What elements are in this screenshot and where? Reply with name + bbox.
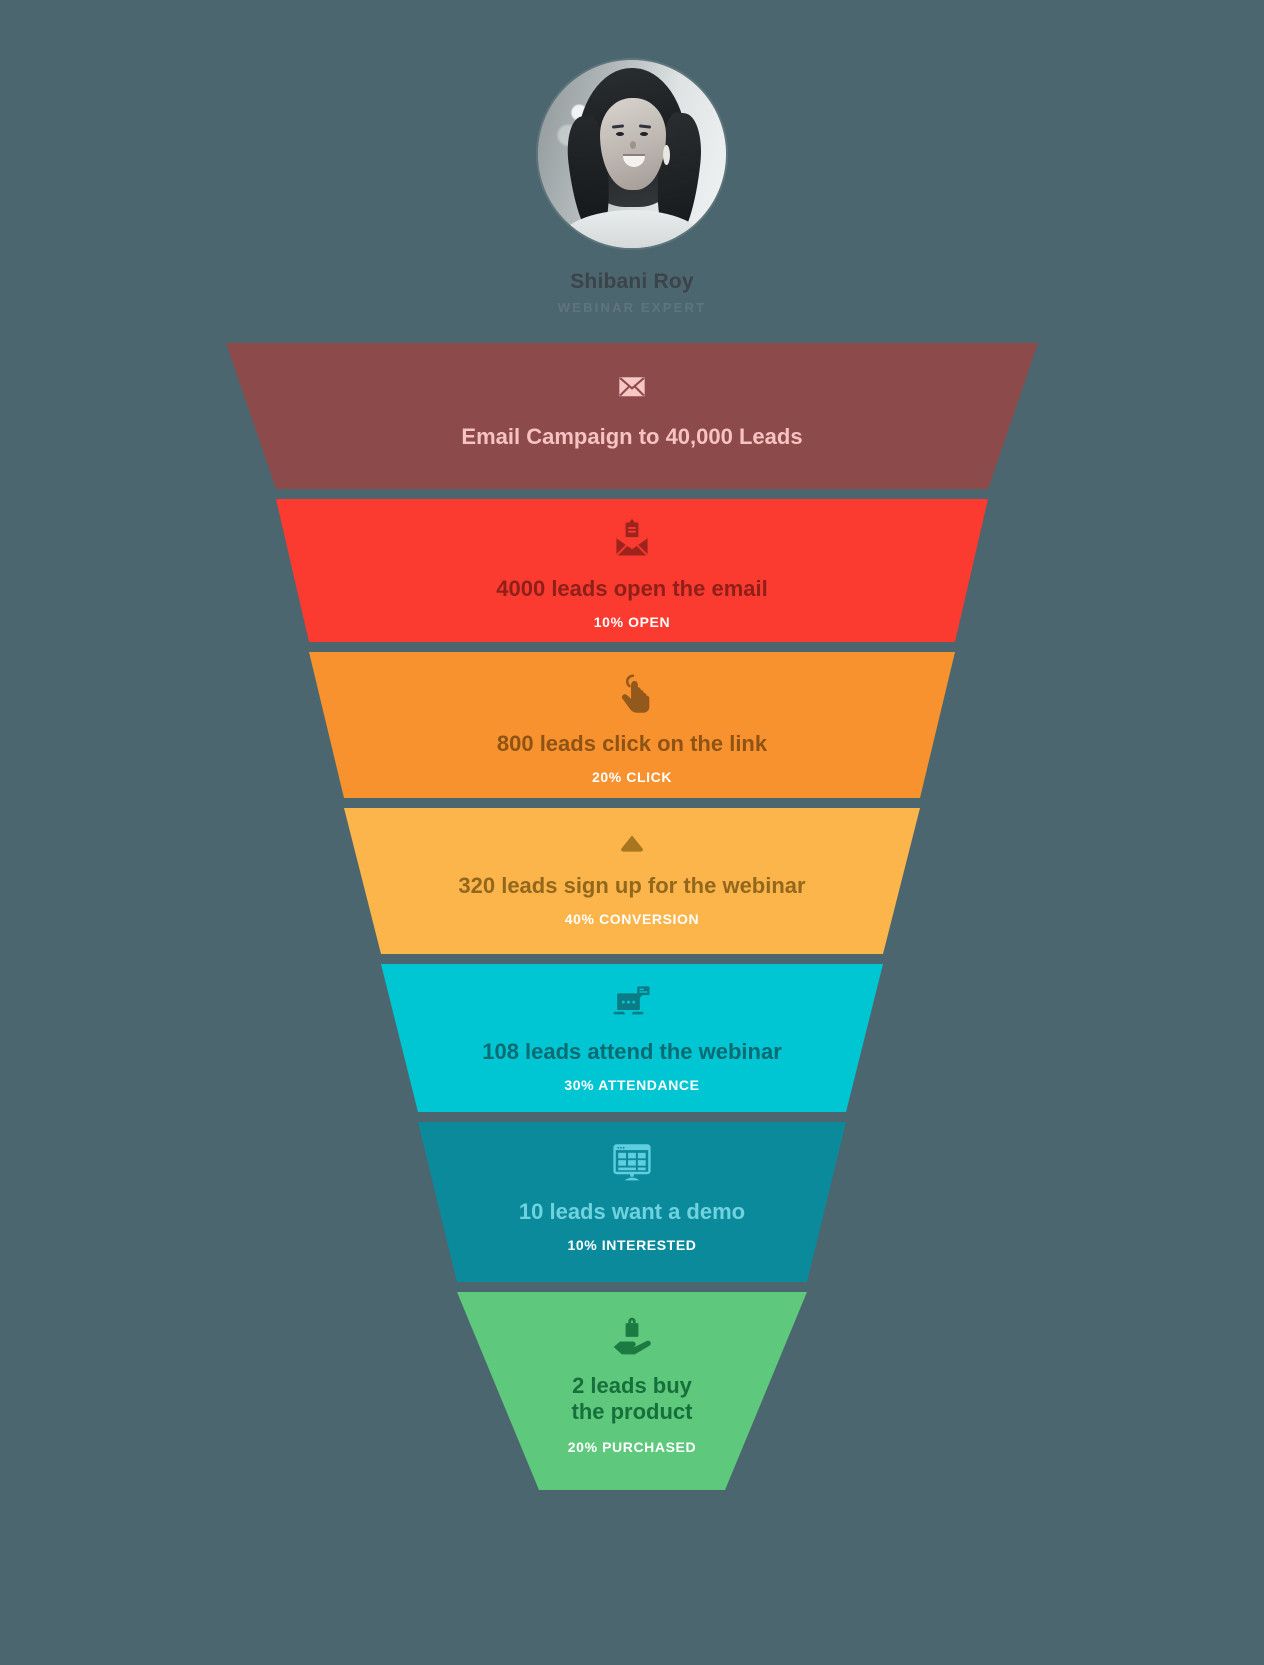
pointing-hand-icon (609, 670, 655, 721)
funnel-stages: Email Campaign to 40,000 Leads 4000 lead… (0, 343, 1264, 1490)
presenter-name: Shibani Roy (570, 270, 694, 293)
funnel-stage-percent: 20% PURCHASED (567, 1438, 697, 1455)
funnel-stage-percent: 40% CONVERSION (564, 910, 700, 927)
laptop-chat-icon (609, 982, 655, 1029)
hand-shopping-bag-icon (610, 1314, 654, 1363)
funnel-stage-label: 10 leads want a demo (518, 1199, 746, 1224)
funnel-stage-label: 800 leads click on the link (496, 731, 768, 756)
funnel-stage[interactable]: 108 leads attend the webinar 30% ATTENDAN… (381, 964, 883, 1112)
dashboard-monitor-icon (610, 1140, 654, 1189)
funnel-stage[interactable]: 2 leads buy the product 20% PURCHASED (457, 1292, 807, 1490)
avatar-earring (662, 144, 670, 165)
funnel-stage[interactable]: 320 leads sign up for the webinar 40% CON… (344, 808, 920, 954)
funnel-stage[interactable]: 4000 leads open the email 10% OPEN (276, 499, 988, 642)
avatar-eye-right (640, 132, 649, 137)
signup-arrow-icon (612, 826, 652, 863)
avatar-smile (622, 154, 645, 167)
funnel-stage-label: Email Campaign to 40,000 Leads (461, 424, 803, 449)
avatar-nose (630, 140, 637, 149)
funnel-stage-percent: 10% INTERESTED (567, 1236, 697, 1253)
funnel-stage-percent: 30% ATTENDANCE (564, 1076, 700, 1093)
funnel-stage-label: 320 leads sign up for the webinar (458, 873, 806, 898)
funnel-stage-label: 4000 leads open the email (496, 576, 768, 601)
avatar-eye-left (616, 132, 625, 137)
funnel-stage[interactable]: 10 leads want a demo 10% INTERESTED (418, 1122, 846, 1282)
presenter-block: Shibani Roy WEBINAR EXPERT (0, 60, 1264, 315)
funnel-stage-label: 108 leads attend the webinar (482, 1039, 782, 1064)
presenter-role: WEBINAR EXPERT (557, 300, 707, 315)
funnel-stage-percent: 10% OPEN (593, 613, 671, 630)
funnel-stage[interactable]: 800 leads click on the link 20% CLICK (309, 652, 955, 798)
funnel-stage-label: 2 leads buy the product (571, 1373, 693, 1424)
open-envelope-icon (610, 517, 654, 566)
closed-envelope-icon (613, 367, 651, 410)
funnel-stage-percent: 20% CLICK (591, 768, 673, 785)
avatar (538, 60, 726, 248)
funnel-stage[interactable]: Email Campaign to 40,000 Leads (226, 343, 1038, 489)
